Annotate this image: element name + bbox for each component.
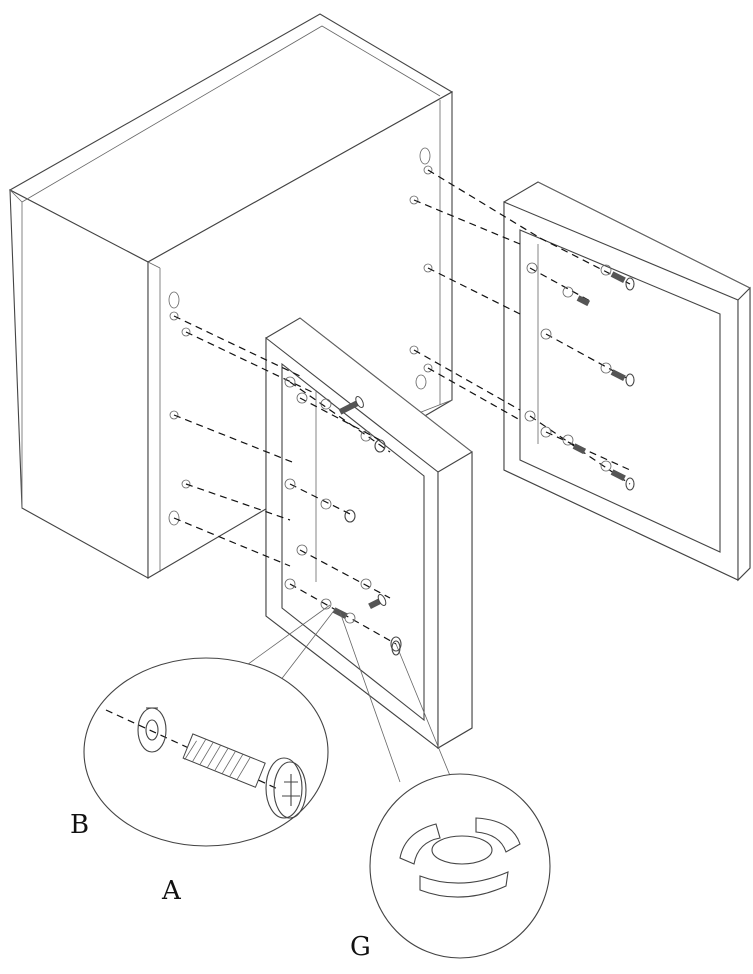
label-b: B (70, 810, 90, 840)
screw-threads (182, 733, 266, 788)
cabinet-mounting-holes (168, 147, 433, 526)
spacer-detail (369, 773, 551, 959)
right-mounting-frame (503, 181, 751, 582)
screw-washer-detail (83, 657, 329, 847)
right-frame-screws (524, 262, 635, 491)
label-a: A (162, 876, 181, 906)
label-g: G (350, 932, 371, 962)
left-mounting-frame (265, 317, 473, 750)
left-frame-screws (284, 376, 402, 652)
